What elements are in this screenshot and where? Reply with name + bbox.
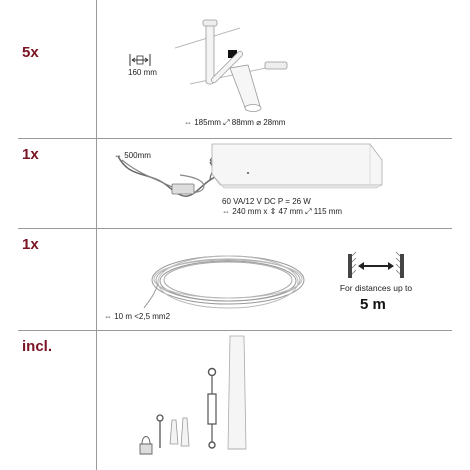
cable-coil-icon (143, 255, 305, 309)
quantity-label: 1x (22, 236, 39, 253)
quantity-label: 5x (22, 44, 39, 61)
power-rating: 60 VA/12 V DC P = 26 W (222, 197, 311, 206)
wall-distance-icon (348, 251, 404, 278)
spotlight-icon (174, 19, 288, 112)
spacing-icon (129, 54, 151, 66)
quantity-label: incl. (22, 338, 53, 355)
row-divider (18, 330, 452, 331)
row-divider (18, 228, 452, 229)
accessories-icon (139, 335, 247, 455)
distance-label: For distances up to (339, 283, 413, 293)
quantity-label: 1x (22, 146, 39, 163)
spacing-text: 160 mm (128, 68, 157, 77)
transformer-icon (117, 143, 383, 197)
row-divider (18, 138, 452, 139)
fixture-dimensions: ⇔ 185mm ⤢ 88mm ⌀ 28mm (184, 118, 286, 127)
column-divider (96, 0, 97, 470)
cable-specs: ⇔ 10 m <2,5 mm2 (104, 312, 171, 321)
distance-value: 5 m (360, 296, 386, 313)
cable-length: ⇔ 500mm (114, 151, 151, 160)
transformer-dimensions: ⇔ 240 mm x ⇕ 47 mm ⤢ 115 mm (222, 207, 343, 216)
